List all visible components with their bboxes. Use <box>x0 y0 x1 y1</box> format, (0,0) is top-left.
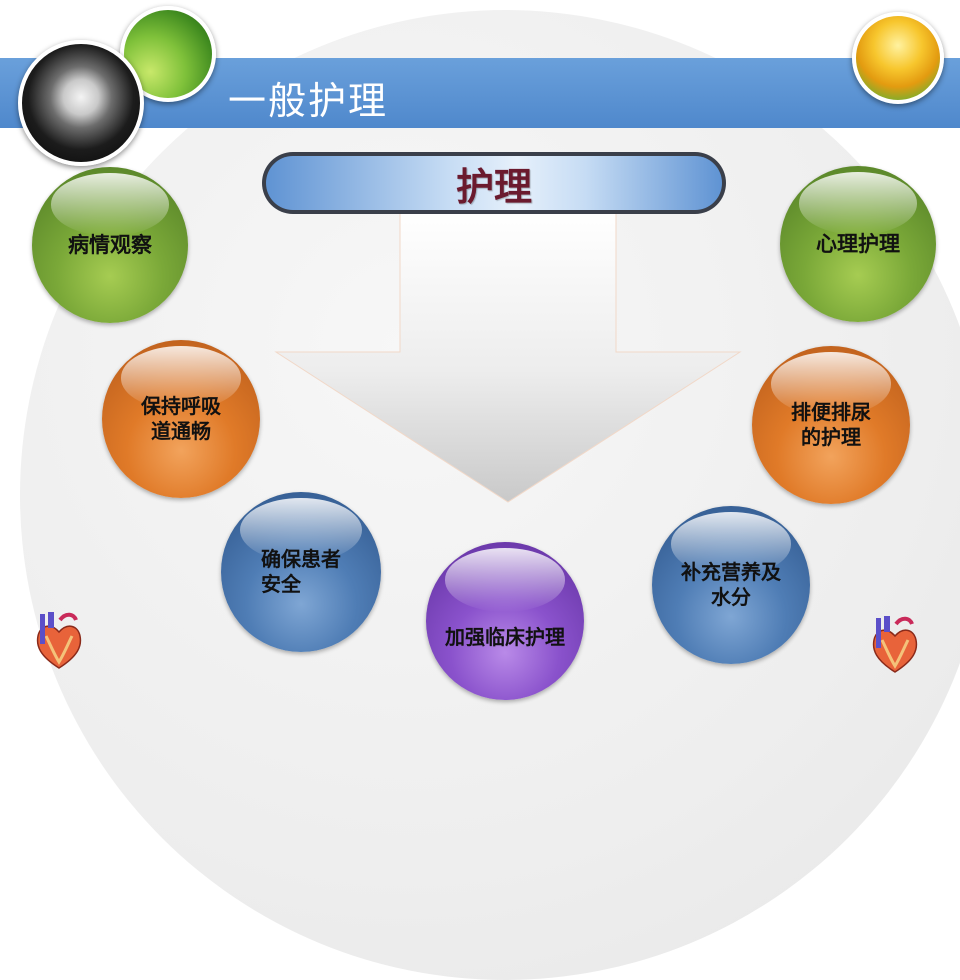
down-arrow <box>274 209 742 503</box>
center-label: 护理 <box>455 164 532 209</box>
item-label: 补充营养及 水分 <box>681 560 781 609</box>
center-pill: 护理 <box>266 156 722 210</box>
slide-title: 一般护理 <box>228 79 389 123</box>
item-label: 排便排尿 的护理 <box>791 400 871 449</box>
item-ball-safety: 确保患者 安全 <box>221 492 381 652</box>
item-label: 心理护理 <box>816 231 900 256</box>
item-label: 加强临床护理 <box>445 624 565 649</box>
heart-icon <box>872 616 918 673</box>
item-ball-excretion: 排便排尿 的护理 <box>752 346 910 504</box>
item-label: 病情观察 <box>68 232 152 257</box>
item-ball-psychological: 心理护理 <box>780 166 936 322</box>
dandelion-photo-icon <box>18 40 144 166</box>
item-ball-airway: 保持呼吸 道通畅 <box>102 340 260 498</box>
item-ball-observation: 病情观察 <box>32 167 188 323</box>
item-ball-clinical-care: 加强临床护理 <box>426 542 584 700</box>
item-label: 保持呼吸 道通畅 <box>141 394 221 443</box>
heart-icon <box>36 612 82 669</box>
tulip-photo-icon <box>852 12 944 104</box>
item-label: 确保患者 安全 <box>261 547 341 596</box>
item-ball-nutrition: 补充营养及 水分 <box>652 506 810 664</box>
